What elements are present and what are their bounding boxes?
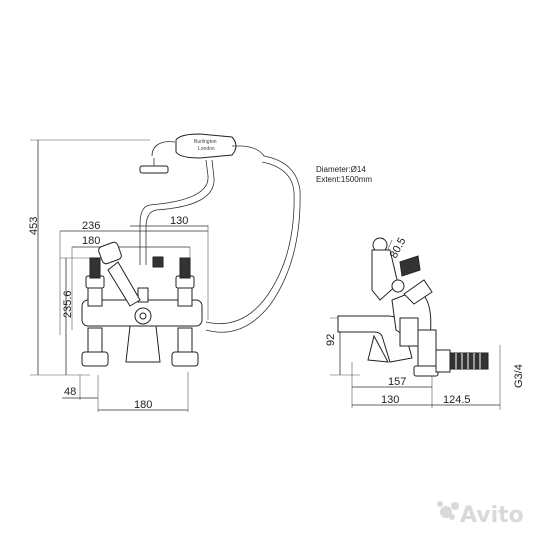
dim-spout-length: 157	[388, 376, 406, 388]
side-dimensions	[330, 239, 501, 410]
front-tap-body: Burlington London	[81, 133, 301, 367]
dim-width-180-bottom: 180	[134, 399, 152, 411]
dim-width-180-top: 180	[82, 235, 100, 247]
dim-side-height: 92	[325, 334, 337, 346]
dim-overall-height: 453	[28, 217, 40, 235]
hose-extent-note: Extent:1500mm	[316, 175, 372, 184]
dim-spout-to-center: 130	[381, 394, 399, 406]
avito-watermark: Avito	[437, 501, 524, 528]
watermark-text: Avito	[460, 503, 524, 528]
dim-width-236: 236	[82, 220, 100, 232]
handset-brand: Burlington	[194, 139, 217, 145]
dim-tail-length: 124.5	[443, 394, 471, 406]
handset-sub: London	[198, 146, 215, 152]
dim-shower-offset: 130	[170, 215, 188, 227]
dim-height-235: 235.6	[62, 290, 74, 318]
side-tap-body	[337, 237, 489, 377]
hose-diameter-note: Diameter:Ø14	[316, 165, 366, 174]
front-dimensions	[30, 139, 209, 412]
dim-handle-radius: 80.5	[388, 236, 409, 261]
dim-thread: G3/4	[513, 364, 525, 388]
dim-offset-48: 48	[64, 386, 76, 398]
